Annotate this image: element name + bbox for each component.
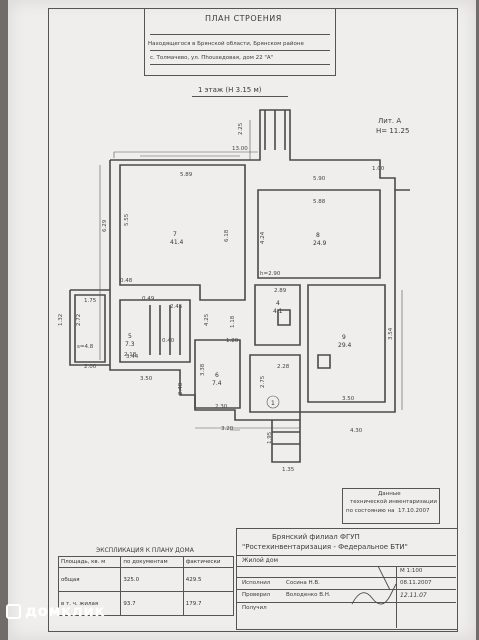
dim-label: h=2.90 [260, 271, 281, 277]
room-4-number: 4 [276, 300, 280, 307]
dim-label: 5.88 [313, 199, 326, 205]
room-8-number: 8 [316, 232, 320, 239]
dim-label: 3.50 [342, 396, 355, 402]
dim-label: 2.75 [260, 375, 266, 388]
explication-table: Площадь, кв. м по документам фактически … [57, 556, 235, 616]
dim-label: 3.50 [140, 376, 153, 382]
org-line1: Брянский филиал ФГУП [272, 533, 360, 541]
liter-height: Н= 11.25 [376, 127, 410, 135]
dim-label: 2.45 [170, 304, 183, 310]
dim-label: 0.49 [142, 296, 155, 302]
scale: М 1:100 [400, 568, 423, 574]
stamp-date: 17.10.2007 [398, 508, 430, 514]
checker-role: Проверил [242, 592, 271, 598]
table-row: общая 325.0 429.5 [57, 567, 235, 592]
dim-label: 13.00 [232, 146, 248, 152]
executor-role: Исполнил [242, 580, 271, 586]
dim-label: 1.32 [58, 314, 64, 326]
dim-label: 1.00 [372, 166, 385, 172]
header-title: ПЛАН СТРОЕНИЯ [205, 14, 282, 23]
dim-label: s=4.8 [77, 344, 94, 350]
checker-name: Володенко В.Н. [286, 592, 331, 598]
table-header: фактически [182, 556, 235, 568]
dim-label: 2.00 [84, 364, 97, 370]
room-8-area: 24.9 [313, 240, 327, 247]
executor-name: Сосина Н.В. [286, 580, 320, 586]
header-line2: с. Толмачево, ул. Пhouseдовая, дом 22 "А… [150, 55, 274, 61]
dim-label: 2.89 [274, 288, 287, 294]
room-5-number: 5 [128, 333, 132, 340]
table-header: Площадь, кв. м [57, 556, 122, 568]
stamp-line2: технической инвентаризации [350, 499, 437, 505]
dim-label: 0.48 [120, 278, 133, 284]
dim-label: 4.25 [204, 313, 210, 326]
received-role: Получил [242, 605, 267, 611]
dim-label: 5.55 [124, 213, 130, 226]
dim-label: 3.38 [200, 363, 206, 376]
table-cell: 179.7 [182, 591, 235, 616]
dim-label: 6.29 [102, 219, 108, 232]
header-line1: Находящегося в Брянской области, Брянско… [148, 41, 304, 47]
explication-title: ЭКСПЛИКАЦИЯ К ПЛАНУ ДОМА [96, 547, 194, 554]
dim-label: 3.20 [221, 426, 234, 432]
dim-label: 1.35 [282, 467, 295, 473]
table-cell: в т. ч. жилая [57, 591, 122, 616]
dim-label: 2.25 [238, 122, 244, 135]
table-cell: общая [57, 567, 122, 592]
table-header: по документам [120, 556, 184, 568]
domclick-logo-icon [6, 604, 21, 619]
dim-label: 1.95 [267, 431, 273, 444]
dim-label: 4.24 [260, 231, 266, 244]
table-cell: 325.0 [120, 567, 184, 592]
dim-label: 5.89 [180, 172, 193, 178]
dim-label: 1.18 [230, 315, 236, 328]
dim-label: 2.18 [124, 352, 137, 358]
dim-label: 2.72 [76, 314, 82, 326]
signed-date: 12.11.07 [400, 592, 427, 599]
dim-label: 1.20 [226, 338, 239, 344]
object-type: Жилой дом [242, 557, 279, 564]
dim-label: 0.40 [162, 338, 175, 344]
dim-label: 2.28 [277, 364, 290, 370]
room-5-area: 7.3 [125, 341, 135, 348]
dim-label: 6.18 [224, 229, 230, 242]
watermark-text: домклик [25, 602, 106, 620]
dim-label: 1.75 [84, 298, 97, 304]
table-cell: 93.7 [120, 591, 184, 616]
liter-label: Лит. А [378, 117, 402, 125]
room-7-area: 41.4 [170, 239, 184, 246]
stamp-line3: по состоянию на [346, 508, 395, 514]
table-row: в т. ч. жилая 93.7 179.7 [57, 591, 235, 616]
room-7-number: 7 [173, 231, 177, 238]
table-cell: 429.5 [182, 567, 235, 592]
dim-label: 2.30 [215, 404, 228, 410]
floor-label: 1 этаж (Н 3.15 м) [198, 86, 262, 94]
room-6-number: 6 [215, 372, 219, 379]
table-row: Площадь, кв. м по документам фактически [57, 556, 235, 568]
room-6-area: 7.4 [212, 380, 222, 387]
room-1-number: 1 [271, 400, 275, 407]
room-9-number: 9 [342, 334, 346, 341]
dim-label: 4.30 [350, 428, 363, 434]
watermark: домклик [6, 602, 105, 620]
room-9-area: 29.4 [338, 342, 352, 349]
dim-label: 2.48 [178, 382, 184, 395]
org-date: 08.11.2007 [400, 580, 432, 586]
dim-label: 5.90 [313, 176, 326, 182]
dim-label: 3.54 [388, 327, 394, 340]
stamp-line1: Данные [378, 491, 401, 497]
dim-label: 3.44 [126, 354, 139, 360]
inventory-stamp [342, 488, 440, 524]
document-sheet [8, 0, 476, 640]
room-4-area: 4.1 [273, 308, 283, 315]
title-block [236, 528, 458, 630]
org-line2: "Ростехинвентаризация - Федеральное БТИ" [242, 543, 408, 551]
header-box [144, 8, 336, 76]
